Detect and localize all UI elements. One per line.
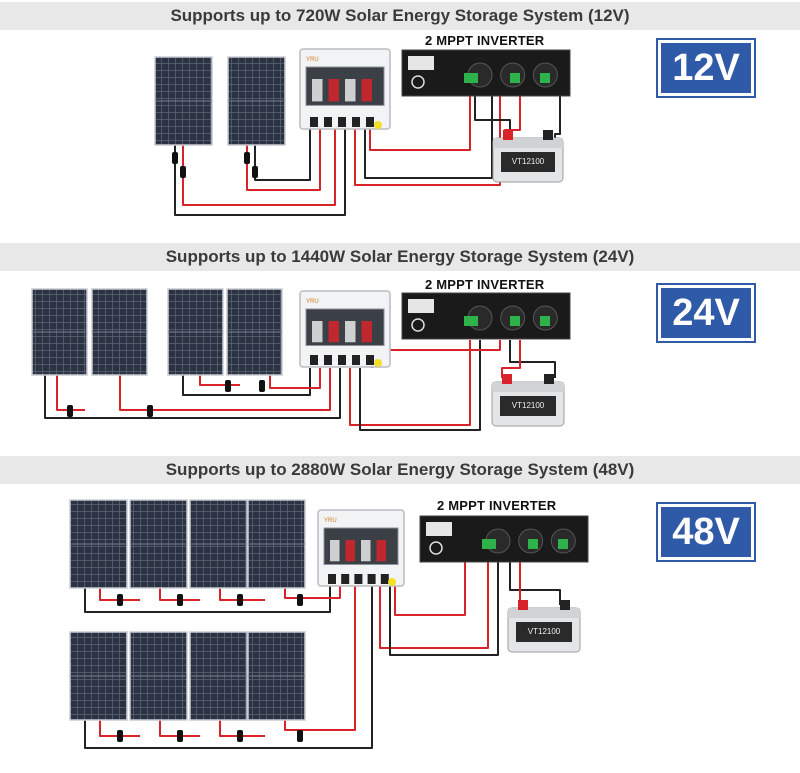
mppt-inverter xyxy=(401,49,571,97)
section-3-title: Supports up to 2880W Solar Energy Storag… xyxy=(165,460,635,479)
voltage-badge-24v: 24V xyxy=(656,283,756,343)
voltage-badge-12v: 12V xyxy=(656,38,756,98)
mc4-connector xyxy=(252,166,258,178)
voltage-badge-48v: 48V xyxy=(656,502,756,562)
battery-model-label: VT12100 xyxy=(512,157,545,166)
battery-model-label: VT12100 xyxy=(528,627,561,636)
section-2-band xyxy=(0,243,800,271)
mppt-inverter xyxy=(419,515,589,563)
solar-panel xyxy=(189,631,248,721)
mc4-connector xyxy=(117,730,123,742)
battery-model-label: VT12100 xyxy=(512,401,545,410)
combiner-brand-label: YRU xyxy=(306,299,319,305)
mc4-connector xyxy=(225,380,231,392)
mc4-connector xyxy=(147,405,153,417)
solar-panel xyxy=(247,631,306,721)
inverter-label-12v: 2 MPPT INVERTER xyxy=(425,33,545,48)
section-1-band xyxy=(0,2,800,30)
inverter-label-24v: 2 MPPT INVERTER xyxy=(425,277,545,292)
mc4-connector xyxy=(67,405,73,417)
solar-panel xyxy=(226,288,283,376)
mc4-connector xyxy=(237,594,243,606)
mc4-connector xyxy=(297,594,303,606)
combiner-box: YRU xyxy=(317,509,405,587)
solar-panel xyxy=(154,56,213,146)
solar-panel xyxy=(91,288,148,376)
solar-panel xyxy=(227,56,286,146)
mc4-connector xyxy=(177,730,183,742)
mppt-inverter xyxy=(401,292,571,340)
mc4-connector xyxy=(244,152,250,164)
mc4-connector xyxy=(259,380,265,392)
section-1-title: Supports up to 720W Solar Energy Storage… xyxy=(170,6,630,25)
solar-panel xyxy=(189,499,248,589)
solar-panel xyxy=(129,499,188,589)
mc4-connector xyxy=(180,166,186,178)
mc4-connector xyxy=(177,594,183,606)
combiner-box: YRU xyxy=(299,290,391,368)
combiner-brand-label: YRU xyxy=(306,57,319,63)
solar-panel xyxy=(167,288,224,376)
solar-panel xyxy=(31,288,88,376)
mc4-connector xyxy=(297,730,303,742)
mc4-connector xyxy=(117,594,123,606)
section-3-band xyxy=(0,456,800,484)
battery: VT12100 xyxy=(491,374,565,427)
solar-panel xyxy=(129,631,188,721)
solar-panel xyxy=(69,631,128,721)
section-2-title: Supports up to 1440W Solar Energy Storag… xyxy=(165,247,635,266)
mc4-connector xyxy=(237,730,243,742)
inverter-label-48v: 2 MPPT INVERTER xyxy=(437,498,557,513)
solar-panel xyxy=(247,499,306,589)
combiner-box: YRU xyxy=(299,48,391,130)
combiner-brand-label: YRU xyxy=(324,518,337,524)
solar-panel xyxy=(69,499,128,589)
mc4-connector xyxy=(172,152,178,164)
battery: VT12100 xyxy=(507,600,581,653)
battery: VT12100 xyxy=(492,130,564,183)
